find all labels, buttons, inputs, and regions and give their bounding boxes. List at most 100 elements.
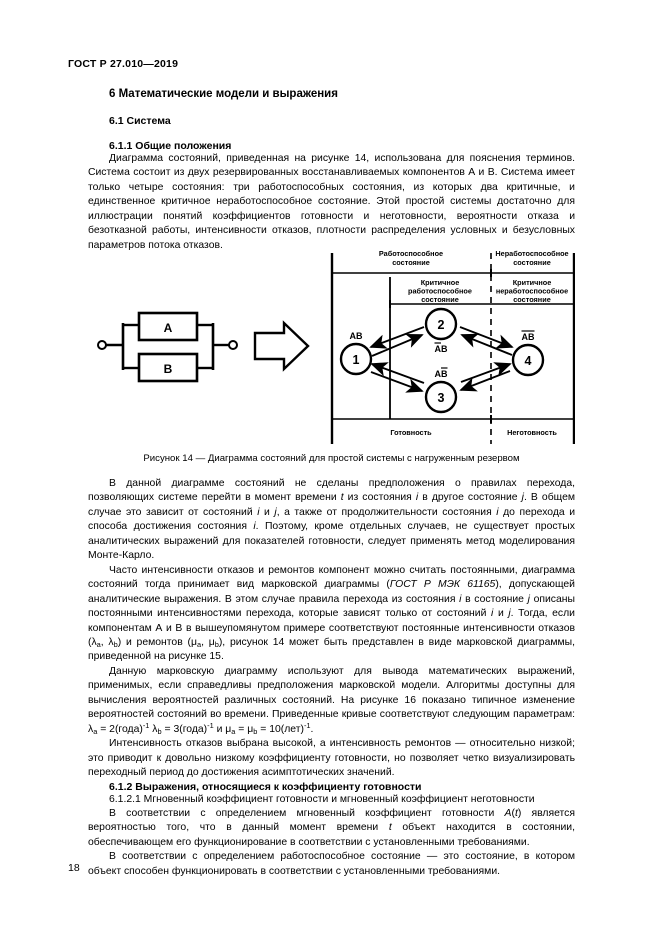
page-number: 18 xyxy=(68,862,80,874)
p3-seg-a: Часто интенсивности отказов и ремонтов к… xyxy=(88,564,575,591)
p3-seg-g: , λ xyxy=(100,636,114,648)
p4-seg-e: и μ xyxy=(213,723,232,735)
p6-seg-b: ( xyxy=(511,807,515,819)
header-inoperable-line2: состояние xyxy=(513,258,551,267)
svg-text:AB: AB xyxy=(435,344,448,354)
p4-sub-d: b xyxy=(253,726,258,736)
state-node-2-number: 2 xyxy=(438,318,445,332)
p3-var-i: i xyxy=(459,593,462,605)
p3-seg-h: ) и ремонтов (μ xyxy=(117,636,197,648)
paragraph-6: В соответствии с определением мгновенный… xyxy=(88,807,575,850)
state-node-3-label: AB xyxy=(435,367,448,379)
paragraph-3: Часто интенсивности отказов и ремонтов к… xyxy=(88,564,575,665)
p6-var-A: A xyxy=(504,807,512,819)
header-critical-operable-line1: Критичное xyxy=(421,278,460,287)
state-node-3 xyxy=(424,380,458,414)
p3-sub-d: b xyxy=(214,640,219,650)
footer-unavailability: Неготовность xyxy=(507,428,557,437)
header-operable-line1: Работоспособное xyxy=(379,249,443,258)
p4-sup-1: -1 xyxy=(142,720,150,730)
p2-seg-c: в другое состояние xyxy=(418,492,522,504)
p2-seg-d: . В общем случае это зависит от состояни… xyxy=(88,492,575,518)
p2-var-i3: i xyxy=(496,506,499,518)
p6-seg-d: объект находится в состоянии, обеспечива… xyxy=(88,822,575,848)
p4-seg-c: λ xyxy=(149,723,158,735)
p3-var-j2: j xyxy=(508,608,511,620)
figure-14-caption: Рисунок 14 — Диаграмма состояний для про… xyxy=(143,453,520,464)
page-header-standard-number: ГОСТ Р 27.010—2019 xyxy=(68,58,179,70)
paragraph-1: Диаграмма состояний, приведенная на рису… xyxy=(88,153,575,251)
state-node-1-number: 1 xyxy=(353,353,360,367)
p2-var-j2: j xyxy=(274,506,277,518)
p6-seg-c: ) является вероятностью того, что в данн… xyxy=(88,807,576,834)
block-b-label: B xyxy=(164,362,173,376)
p2-var-i2: i xyxy=(257,506,260,518)
p2-var-t: t xyxy=(340,492,344,504)
state-node-2-label: AB xyxy=(434,342,448,354)
heading-section-6-1-2-1: 6.1.2.1 Мгновенный коэффициент готовност… xyxy=(109,793,535,805)
state-node-3-number: 3 xyxy=(438,391,445,405)
p3-seg-e: и xyxy=(493,608,509,620)
p4-sup-3: -1 xyxy=(303,720,311,730)
p3-seg-f: . Тогда, если компонентам А и В в вышеуп… xyxy=(88,608,575,648)
p3-sub-a: a xyxy=(96,640,101,650)
edge-2-to-1 xyxy=(369,326,425,349)
p6-seg-a: В соответствии с определением мгновенный… xyxy=(109,807,505,819)
paragraph-4: Данную марковскую диаграмму используют д… xyxy=(88,665,575,737)
state-node-2 xyxy=(424,307,458,341)
p2-seg-g: до перехода и способа достижения состоян… xyxy=(88,506,576,533)
document-body-continued: В данной диаграмме состояний не сделаны … xyxy=(88,477,575,879)
edge-3-to-1 xyxy=(370,362,425,384)
state-node-1-label: AB xyxy=(350,331,363,341)
figure-14-svg: A B xyxy=(97,249,575,444)
p3-sub-b: b xyxy=(113,640,118,650)
block-b xyxy=(137,352,199,383)
p3-var-j: j xyxy=(527,593,530,605)
header-critical-inoperable-line3: состояние xyxy=(513,295,551,304)
p4-sub-c: a xyxy=(231,726,236,736)
header-inoperable-line1: Неработоспособное xyxy=(495,249,568,258)
terminal-left-node xyxy=(97,340,107,350)
p3-seg-b: ), допускающей аналитические выражения. … xyxy=(88,579,575,605)
heading-section-6-1: 6.1 Система xyxy=(109,115,171,127)
p2-var-i4: i xyxy=(253,521,256,533)
state-diagram-frame xyxy=(330,253,575,444)
block-a xyxy=(137,311,199,342)
edge-3-to-4 xyxy=(460,362,512,383)
edge-1-to-3 xyxy=(370,371,424,393)
header-critical-inoperable-line2: неработоспособное xyxy=(496,287,568,296)
p2-seg-b: из состояния xyxy=(343,492,416,504)
terminal-right-node xyxy=(228,340,238,350)
p3-sub-c: a xyxy=(196,640,202,650)
p2-seg-e: и xyxy=(259,506,275,518)
p6-var-t: t xyxy=(514,807,518,819)
state-node-1 xyxy=(339,342,373,376)
p4-sub-a: a xyxy=(93,726,98,736)
p2-var-i: i xyxy=(415,492,419,504)
p2-seg-f: , а также от продолжительности состояния xyxy=(276,506,497,518)
state-node-4-number: 4 xyxy=(525,354,532,368)
state-nodes: 1 AB 2 AB 3 AB 4 xyxy=(339,307,545,414)
p2-seg-h: . Поэтому, кроме отдельных случаев, не с… xyxy=(88,521,575,562)
header-operable-line2: состояние xyxy=(392,258,430,267)
p4-seg-h: . xyxy=(310,723,314,735)
p4-seg-d: = 3(года) xyxy=(161,723,208,735)
p3-seg-d: описаны постоянными интенсивностями пере… xyxy=(88,593,575,620)
block-a-label: A xyxy=(164,321,173,335)
block-diagram-parallel-system xyxy=(97,311,238,383)
p2-seg-a: В данной диаграмме состояний не сделаны … xyxy=(88,478,575,504)
paragraph-7: В соответствии с определением работоспос… xyxy=(88,851,575,877)
transform-arrow-icon xyxy=(253,320,310,372)
heading-section-6-1-1: 6.1.1 Общие положения xyxy=(109,140,232,152)
svg-text:AB: AB xyxy=(522,332,535,342)
p4-seg-f: = μ xyxy=(235,723,254,735)
p4-seg-b: = 2(года) xyxy=(97,723,143,735)
p3-seg-i: , μ xyxy=(201,636,215,648)
p3-seg-c: в состояние xyxy=(461,593,528,605)
edge-1-to-2 xyxy=(371,334,424,357)
header-critical-operable-line3: состояние xyxy=(421,295,459,304)
state-node-4-label: AB xyxy=(521,330,535,342)
p4-sup-2: -1 xyxy=(207,720,214,730)
p3-var-i2: i xyxy=(491,608,494,620)
